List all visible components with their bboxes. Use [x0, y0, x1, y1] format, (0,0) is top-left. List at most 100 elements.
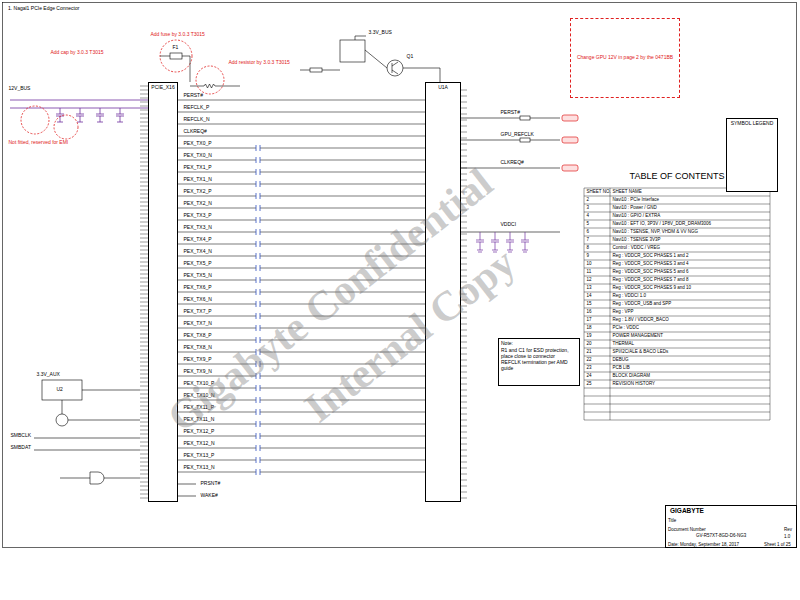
resistor-symbol [190, 84, 240, 88]
pin-tick [461, 360, 467, 361]
net-name: PEX_TX6_P [183, 285, 212, 290]
table-cell: 16 [586, 310, 592, 315]
pin-tick [140, 306, 148, 307]
capacitor-symbol [256, 421, 260, 427]
pin-tick [461, 102, 467, 103]
pin-tick [140, 366, 148, 367]
net-name: REFCLK_N [183, 117, 210, 122]
pin-tick [140, 150, 148, 151]
pin-tick [461, 414, 467, 415]
net-name: PEX_TX5_P [183, 261, 212, 266]
fuse-symbol [160, 53, 190, 82]
capacitor-symbol [256, 265, 260, 271]
capacitor-plate [256, 253, 260, 259]
pin-tick [140, 102, 148, 103]
net-name: PEX_TX9_P [183, 357, 212, 362]
pin-tick [140, 370, 148, 371]
pin-tick [140, 298, 148, 299]
table-cell: 3 [586, 206, 590, 211]
table-cell: PCIe : VDDC [612, 326, 640, 331]
table-grid [584, 356, 770, 357]
table-cell: 11 [586, 270, 592, 275]
pin-tick [140, 430, 148, 431]
power-rail [10, 100, 148, 122]
pin-tick [461, 438, 467, 439]
table-grid [584, 188, 585, 420]
pin-tick [140, 122, 148, 123]
pin-tick [461, 240, 467, 241]
pin-tick [140, 438, 148, 439]
pin-tick [140, 270, 148, 271]
table-grid [584, 284, 770, 285]
table-grid [584, 276, 770, 277]
annotation-circle [21, 106, 49, 134]
signal-trace [178, 424, 425, 425]
capacitor-plate [256, 433, 260, 439]
net-name: PEX_TX6_N [183, 297, 212, 302]
net-label: SMBCLK [10, 433, 32, 438]
node-heading: Note: [501, 341, 577, 347]
table-cell: THERMAL [612, 342, 635, 347]
pin-tick [461, 150, 467, 151]
off-page-connector [562, 137, 578, 143]
page-border [3, 3, 797, 548]
pin-tick [140, 294, 148, 295]
node-text: R1 and C1 for ESD protection, place clos… [501, 348, 577, 360]
fuse-symbol [170, 53, 182, 59]
net-label: U2 [56, 387, 63, 392]
capacitor-symbol [256, 217, 260, 223]
pin-tick [461, 324, 467, 325]
pin-tick [461, 126, 467, 127]
title-block: GIGABYTETitleDocument NumberGV-R57XT-8GD… [665, 505, 797, 548]
signal-trace [178, 436, 425, 437]
node-text: GV-R57XT-8GD-D6-NG3 [696, 534, 746, 539]
pin-tick [140, 110, 148, 111]
capacitor-symbol [256, 301, 260, 307]
capacitor-plate [256, 205, 260, 211]
table-cell: 12 [586, 278, 592, 283]
table-cell: Reg : VDDCI 1.0 [612, 294, 647, 299]
pin-tick [140, 254, 148, 255]
table-cell: POWER MANAGEMENT [612, 334, 664, 339]
pin-tick [140, 178, 148, 179]
pin-tick [461, 444, 467, 445]
capacitor-plate [256, 217, 260, 223]
table-cell: Reg : VDDCR_SOC PHASES 9 and 10 [612, 286, 692, 291]
pin-tick [140, 162, 148, 163]
table-cell: 6 [586, 230, 590, 235]
power-rail [76, 108, 84, 122]
table-cell: Reg : VPP [612, 310, 634, 315]
table-cell: DEBUG [612, 358, 629, 363]
net-name: PEX_TX8_N [183, 345, 212, 350]
pin-tick [140, 262, 148, 263]
table-of-contents: TABLE OF CONTENTS [584, 170, 770, 426]
net-label: Q1 [406, 54, 414, 59]
net-name: PEX_TX3_N [183, 225, 212, 230]
table-cell: Navi10 : TSENSE 3V3P [612, 238, 661, 243]
table-grid [584, 316, 770, 317]
table-grid [584, 412, 770, 413]
capacitor-bank [506, 232, 514, 252]
capacitor-gap [256, 195, 260, 197]
table-cell: Navi10 : EFT IO, 3P3V / 1P8V_DDR_DRAM300… [612, 222, 711, 227]
pin-tick [140, 450, 148, 451]
table-cell: 21 [586, 350, 592, 355]
capacitor-gap [256, 387, 260, 389]
capacitor-gap [256, 243, 260, 245]
capacitor-symbol [256, 277, 260, 283]
table-cell: Navi10 : TSENSE, NVP, VHDM & VV NGG [612, 230, 699, 235]
pin-tick [461, 432, 467, 433]
pin-tick [461, 354, 467, 355]
capacitor-bank [476, 232, 484, 252]
pin-tick [140, 94, 148, 95]
net-name: PEX_TX7_P [183, 309, 212, 314]
pin-tick [461, 90, 467, 91]
table-cell: 23 [586, 366, 592, 371]
pin-tick [461, 120, 467, 121]
pin-tick [140, 90, 148, 91]
page-border [3, 3, 797, 548]
net-name: PEX_TX5_N [183, 273, 212, 278]
net-label: GPU_REFCLK [500, 132, 534, 137]
capacitor-gap [256, 267, 260, 269]
pin-tick [461, 342, 467, 343]
